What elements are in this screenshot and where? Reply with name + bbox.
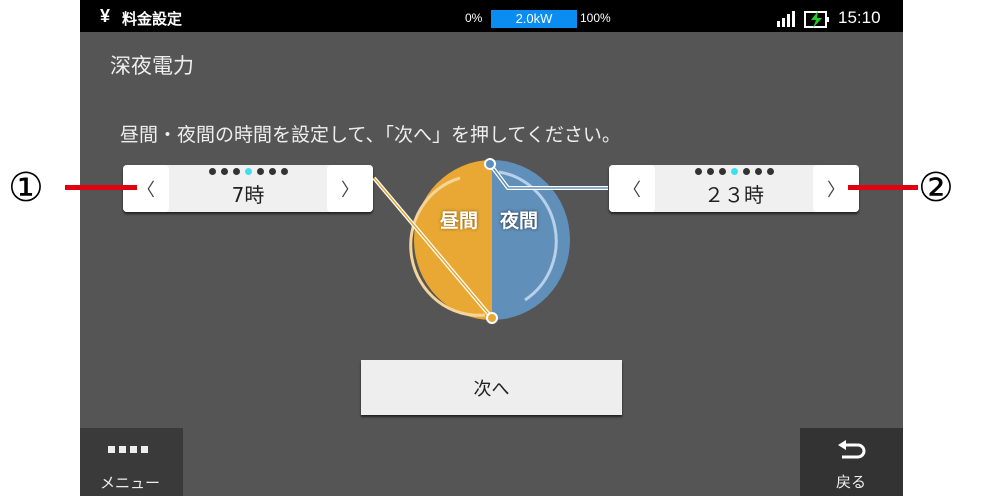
day-arc-arrow xyxy=(409,176,486,317)
day-night-clock xyxy=(372,158,608,324)
device-screen: ¥ 料金設定 0% 2.0kW 100% 15:10 深夜電力 昼間・夜間の時間… xyxy=(80,0,903,496)
back-label: 戻る xyxy=(836,473,867,491)
night-label: 夜間 xyxy=(500,210,539,232)
night-prev-button[interactable]: 〈 xyxy=(609,165,655,212)
callout-1: ① xyxy=(8,165,44,211)
night-next-button[interactable]: 〉 xyxy=(813,165,859,212)
return-arrow-icon xyxy=(838,440,866,459)
yen-icon: ¥ xyxy=(100,6,111,26)
app-title: 料金設定 xyxy=(122,11,183,28)
back-button[interactable]: 戻る xyxy=(800,428,903,496)
signal-icon xyxy=(777,11,799,32)
power-meter: 2.0kW xyxy=(491,10,577,28)
day-half xyxy=(414,160,492,320)
instruction-text: 昼間・夜間の時間を設定して、「次へ」を押してください。 xyxy=(120,124,621,146)
clock-time: 15:10 xyxy=(838,8,881,27)
menu-button[interactable]: メニュー xyxy=(80,428,183,496)
page-dots xyxy=(609,168,859,175)
callout-1-line xyxy=(65,185,137,190)
battery-charging-icon xyxy=(804,9,830,34)
next-button[interactable]: 次へ xyxy=(361,360,622,415)
page-title: 深夜電力 xyxy=(110,54,194,78)
callout-2-line xyxy=(848,185,918,190)
meter-min: 0% xyxy=(465,11,483,25)
day-start-value: 7時 xyxy=(231,183,265,207)
status-bar: ¥ 料金設定 0% 2.0kW 100% 15:10 xyxy=(80,0,903,32)
night-arc-arrow xyxy=(498,170,558,302)
day-label: 昼間 xyxy=(440,210,479,232)
night-half xyxy=(492,160,570,320)
night-start-value: ２３時 xyxy=(704,183,764,207)
page-dots xyxy=(123,168,373,175)
grid-icon xyxy=(108,446,148,453)
night-start-selector: 〈 ２３時 〉 xyxy=(609,165,859,212)
day-start-selector: 〈 7時 〉 xyxy=(123,165,373,212)
menu-label: メニュー xyxy=(100,474,161,492)
callout-2: ② xyxy=(918,165,954,211)
meter-max: 100% xyxy=(580,11,611,25)
day-next-button[interactable]: 〉 xyxy=(327,165,373,212)
